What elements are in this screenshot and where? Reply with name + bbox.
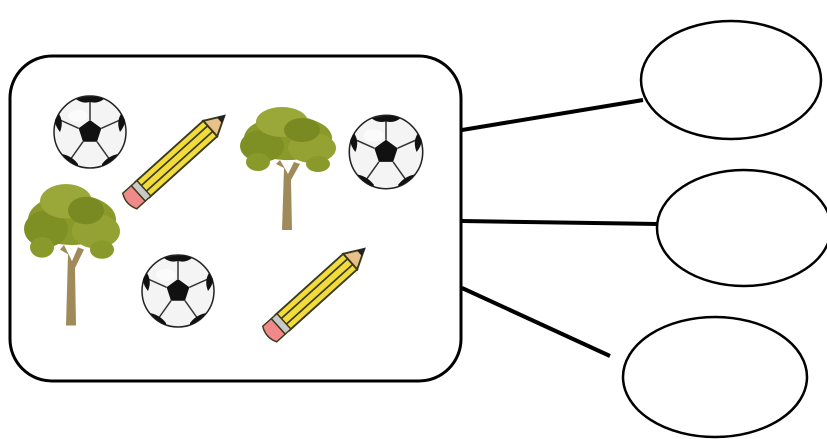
connector-line-middle <box>461 219 658 226</box>
soccer-ball-icon <box>348 114 424 190</box>
connector-line-top <box>461 98 644 132</box>
answer-circle-top[interactable] <box>639 19 823 141</box>
answer-circle-middle[interactable] <box>655 168 827 288</box>
soccer-ball-icon <box>141 254 215 328</box>
soccer-ball-icon <box>53 95 127 169</box>
answer-circle-bottom[interactable] <box>621 315 809 439</box>
connector-line-bottom <box>461 286 611 358</box>
